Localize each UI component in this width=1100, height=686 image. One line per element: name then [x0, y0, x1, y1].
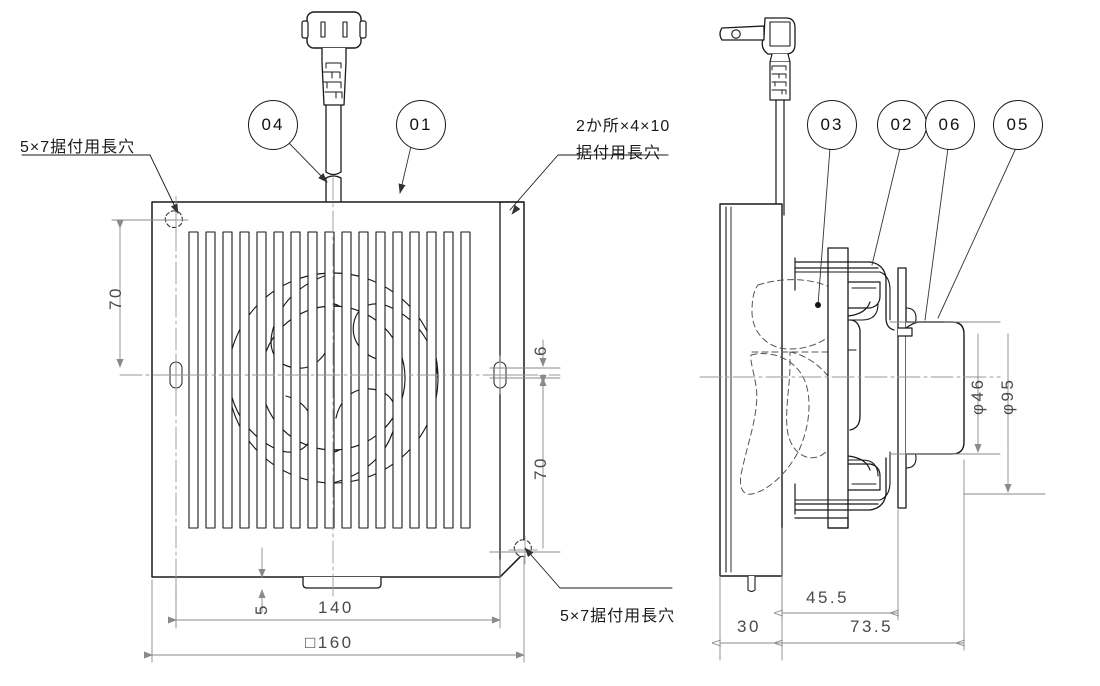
callout-bubble-05[interactable]: 05	[993, 100, 1043, 150]
dim-front-right-70: 70	[531, 456, 550, 480]
note-mount-slot-top-left: 5×7据付用長穴	[20, 139, 136, 156]
dim-front-160: □160	[305, 633, 354, 652]
side-dimensions	[720, 321, 1046, 661]
side-front-panel	[719, 203, 783, 593]
dim-front-bottom-5: 5	[252, 603, 271, 615]
dim-side-dia-95: φ95	[998, 377, 1017, 415]
dim-side-45-5: 45.5	[806, 588, 850, 607]
side-power-plug	[719, 17, 796, 216]
front-callout-leaders	[287, 141, 413, 194]
front-grille	[188, 231, 471, 529]
callout-bubble-02[interactable]: 02	[877, 100, 927, 150]
dim-front-140: 140	[318, 598, 354, 617]
dim-side-dia-46: φ46	[968, 377, 987, 415]
callout-label-02: 02	[890, 115, 914, 134]
front-power-plug	[301, 11, 367, 203]
callout-bubble-03[interactable]: 03	[807, 100, 857, 150]
note-mount-slot-bottom-right: 5×7据付用長穴	[560, 608, 676, 625]
side-main-housing	[794, 247, 965, 529]
callout-label-03: 03	[820, 115, 844, 134]
dim-front-left-70: 70	[106, 286, 125, 310]
callout-label-01: 01	[409, 115, 433, 134]
callout-label-04: 04	[261, 115, 285, 134]
callout-label-06: 06	[938, 115, 962, 134]
dim-side-73-5: 73.5	[850, 617, 894, 636]
callout-label-05: 05	[1006, 115, 1030, 134]
note-mount-slot-label: 据付用長穴	[576, 145, 662, 162]
front-note-leaders	[21, 154, 673, 589]
dim-front-right-6: 6	[531, 344, 550, 356]
front-dimensions	[111, 219, 561, 663]
side-callout-leaders	[815, 147, 1017, 321]
dim-side-30: 30	[737, 617, 761, 636]
callout-bubble-01[interactable]: 01	[396, 100, 446, 150]
front-centerlines	[119, 177, 561, 601]
note-two-places-4x10: 2か所×4×10	[576, 118, 671, 135]
callout-bubble-04[interactable]: 04	[248, 100, 298, 150]
callout-bubble-06[interactable]: 06	[925, 100, 975, 150]
